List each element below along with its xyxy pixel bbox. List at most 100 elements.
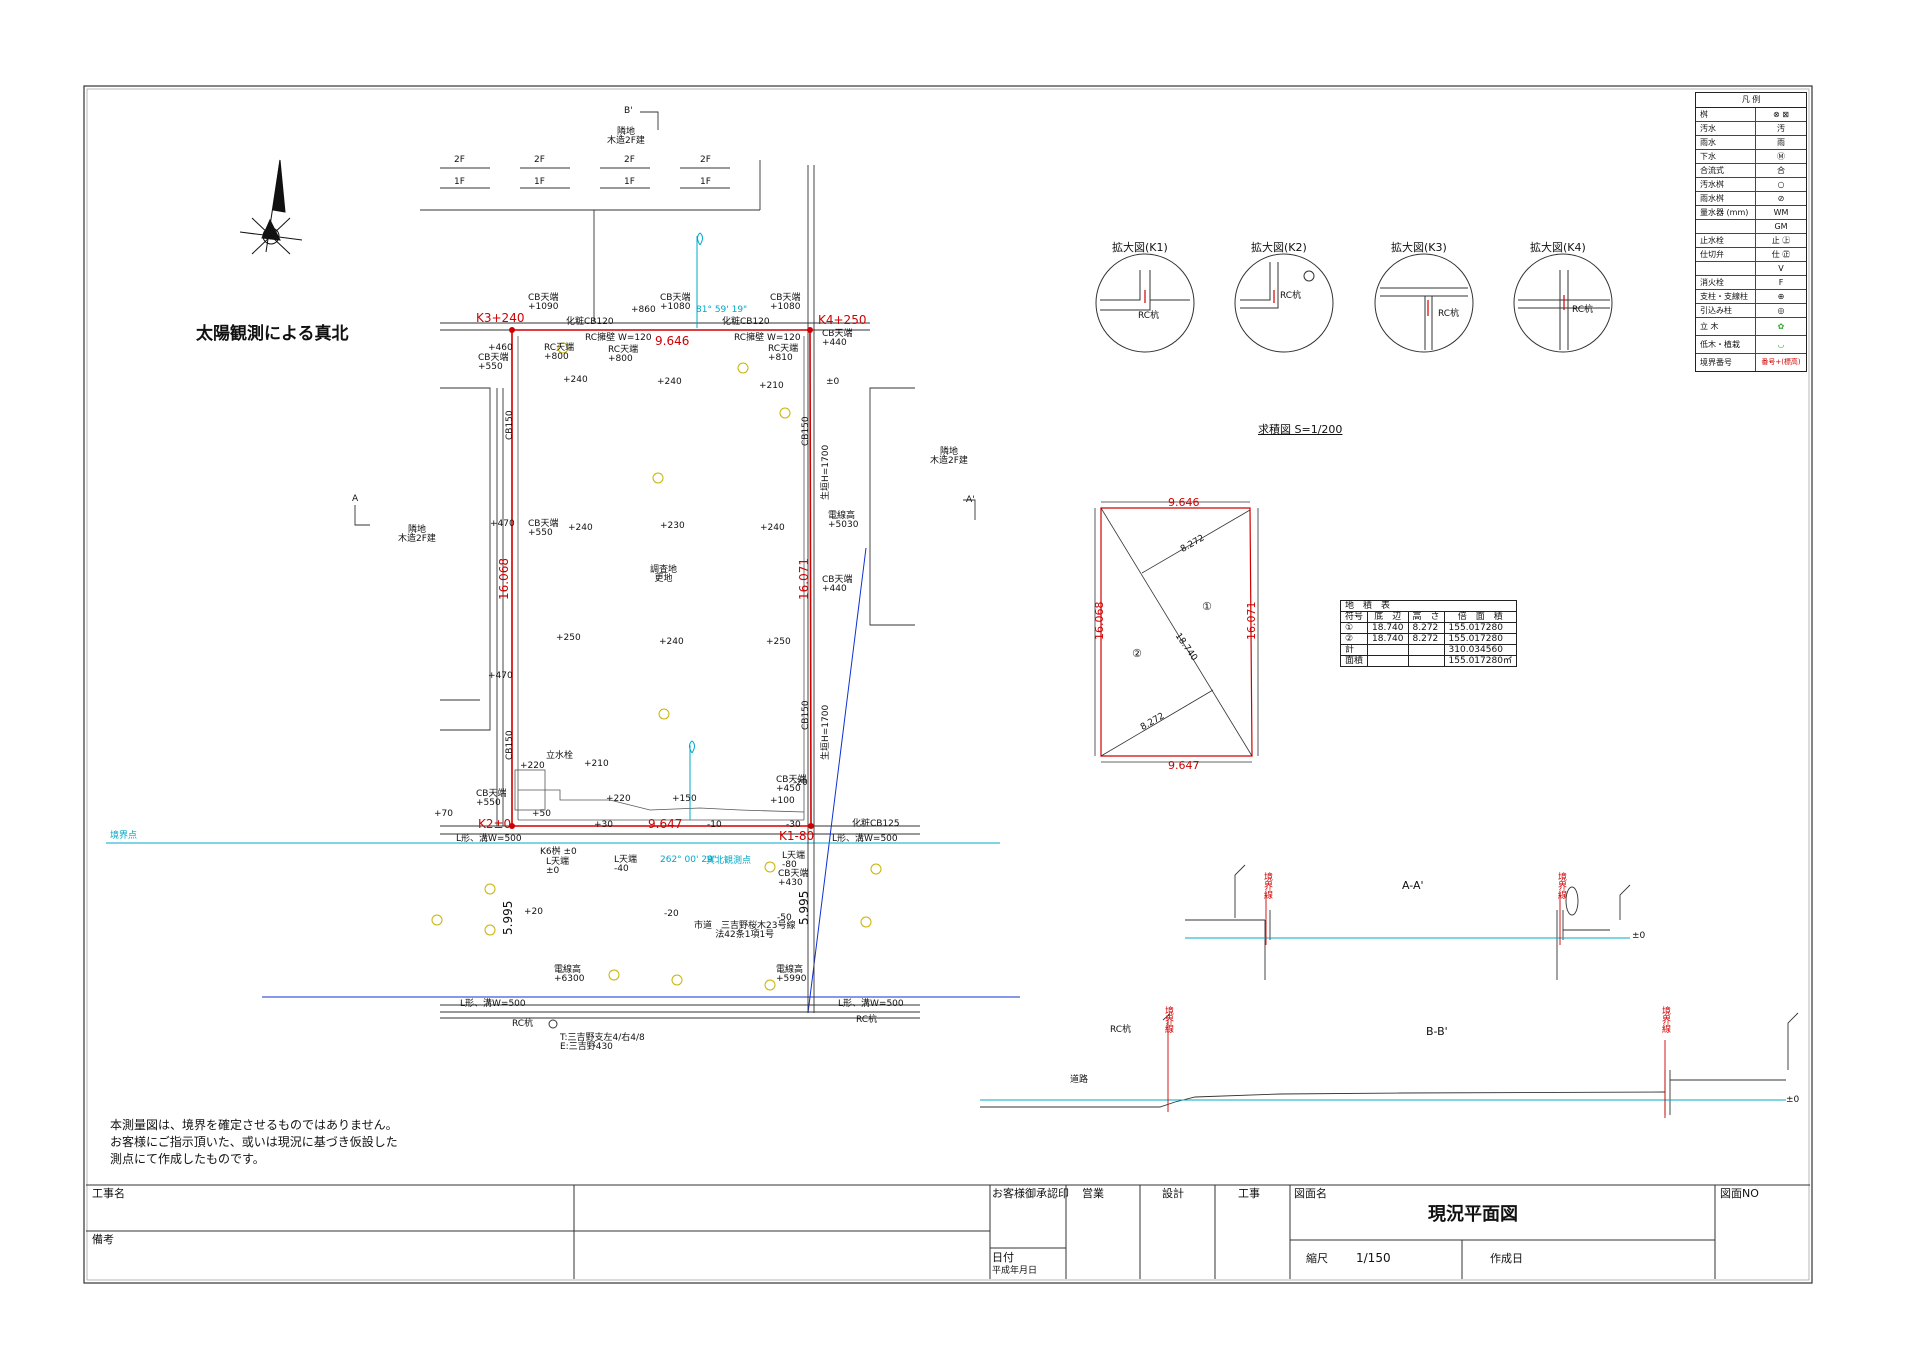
standpipe-label: 立水栓 (546, 751, 574, 761)
spot-level: +240 (760, 523, 785, 533)
cb120-label: 化粧CB120 (566, 317, 614, 327)
spot-level: +860 (631, 305, 656, 315)
section-bb-title: B-B' (1426, 1025, 1448, 1038)
area-plot-number: ① (1202, 600, 1212, 613)
cb-top-label: CB天端 +1080 (660, 293, 691, 312)
combined-icon: 合 (1777, 166, 1785, 175)
section-mark-a: A (352, 494, 359, 504)
dimension-top: 9.646 (655, 334, 690, 348)
detail-title-k3: 拡大図(K3) (1391, 241, 1447, 254)
section-aa-boundary-mark: 境界線 (1262, 872, 1272, 899)
section-bb-boundary-mark: 境界線 (1660, 1006, 1670, 1033)
shrub-icon: ◡ (1777, 340, 1785, 349)
spot-level: ±0 (826, 377, 840, 387)
area-plot-top: 9.646 (1168, 496, 1200, 509)
spot-level: +460 (488, 343, 513, 353)
spot-level: +150 (672, 794, 697, 804)
legend-row: 汚水桝○ (1696, 178, 1806, 192)
rc-top-label: RC天端 +800 (608, 345, 639, 364)
section-bb-road: 道路 (1070, 1075, 1089, 1085)
spot-level: +70 (434, 809, 453, 819)
cb-top-label: CB天端 +430 (778, 869, 809, 888)
section-aa-level: ±0 (1632, 931, 1646, 941)
table-row: 面積 155.017280㎡ (1339, 655, 1517, 667)
table-cell: 155.017280㎡ (1443, 655, 1517, 667)
legend-row: V (1696, 262, 1806, 276)
spot-level: -30 (786, 820, 801, 830)
floor-label: 1F (624, 177, 635, 187)
legend-label: 止水栓 (1696, 234, 1756, 247)
legend-row: 合流式 合 (1696, 164, 1806, 178)
true-north-label: 太陽観測による真北 (196, 324, 349, 344)
legend-label: 雨水桝 (1696, 192, 1756, 205)
section-bb-level: ±0 (1786, 1095, 1800, 1105)
bearing-note: 真北観測点 (706, 856, 752, 866)
spot-level: -20 (793, 778, 808, 788)
spot-level: +240 (659, 637, 684, 647)
section-aa-title: A-A' (1402, 879, 1424, 892)
cb-top-label: CB天端 +450 (776, 775, 807, 794)
detail-title-k1: 拡大図(K1) (1112, 241, 1168, 254)
spot-level: +210 (759, 381, 784, 391)
design-label: 設計 (1162, 1187, 1184, 1200)
spot-level: +230 (660, 521, 685, 531)
boundary-reference-label: 境界点 (110, 831, 138, 841)
floor-label: 2F (624, 155, 635, 165)
dimension-bottom: 9.647 (648, 817, 683, 831)
rc-top-label: RC天端 +800 (544, 343, 575, 362)
legend-row: 汚水 汚 (1696, 122, 1806, 136)
neighbor-top-label: 隣地 木造2F建 (607, 127, 645, 146)
bearing-label: 81° 59' 19" (696, 305, 748, 315)
boundary-number-icon: 番号+(標高) (1761, 358, 1801, 366)
spot-level: +250 (766, 637, 791, 647)
legend-label: 支柱・支線柱 (1696, 290, 1756, 303)
rc-stake-label: RC杭 (512, 1019, 534, 1029)
floor-label: 2F (700, 155, 711, 165)
legend-label (1696, 262, 1756, 275)
spot-level: +100 (770, 796, 795, 806)
date-label: 日付 (992, 1251, 1014, 1264)
floor-label: 1F (700, 177, 711, 187)
wire-height-label: 電線高 +5990 (776, 965, 807, 984)
rainwater-icon: 雨 (1777, 138, 1785, 147)
gate-valve-icon: 仕 ㊣ (1771, 250, 1791, 259)
legend-label: 合流式 (1696, 164, 1756, 177)
table-row: ① 18.740 8.272 155.017280 (1339, 622, 1517, 634)
detail-stake-label: RC杭 (1138, 311, 1160, 321)
section-mark-b-prime: B' (624, 106, 633, 116)
detail-stake-label: RC杭 (1572, 305, 1594, 315)
rc-top-label: RC天端 +810 (768, 344, 799, 363)
neighbor-right-label: 隣地 木造2F建 (930, 447, 968, 466)
legend-row: 雨水雨 (1696, 136, 1806, 150)
area-plot-bottom: 9.647 (1168, 759, 1200, 772)
table-cell: 面積 (1339, 655, 1369, 667)
spot-level: -50 (777, 913, 792, 923)
gas-meter-icon: GM (1774, 222, 1788, 231)
spot-level: +240 (568, 523, 593, 533)
legend-title: 凡 例 (1696, 93, 1806, 108)
l-top-label: L天端 -40 (614, 855, 638, 874)
k6-basin-label: K6桝 ±0 (540, 847, 577, 857)
cb120-label: 化粧CB120 (722, 317, 770, 327)
sewage-icon: 汚 (1777, 124, 1785, 133)
legend-label: 境界番号 (1696, 354, 1756, 371)
cb-top-label: CB天端 +550 (528, 519, 559, 538)
boundary-point-k4: K4+250 (818, 313, 867, 327)
l-top-label: L天端 -80 (782, 851, 806, 870)
neighbor-left-label: 隣地 木造2F建 (398, 525, 436, 544)
bearing-label: 262° 00' 29" (660, 855, 717, 865)
spot-level: +50 (532, 809, 551, 819)
cb-top-label: CB天端 +550 (478, 353, 509, 372)
north-arrow-icon (239, 159, 303, 255)
spot-level: +20 (524, 907, 543, 917)
area-table: 地 積 表 符号 底 辺 高 さ 倍 面 積 ① 18.740 8.272 15… (1339, 600, 1517, 667)
area-plot-number: ② (1132, 647, 1142, 660)
cb125-label: 化粧CB125 (852, 819, 900, 829)
legend-label: 汚水 (1696, 122, 1756, 135)
detail-stake-label: RC杭 (1280, 291, 1302, 301)
basin-icon: ⊗ ⊠ (1773, 110, 1789, 119)
spot-level: +30 (594, 820, 613, 830)
notice-line: 本測量図は、境界を確定させるものではありません。 (110, 1118, 398, 1132)
